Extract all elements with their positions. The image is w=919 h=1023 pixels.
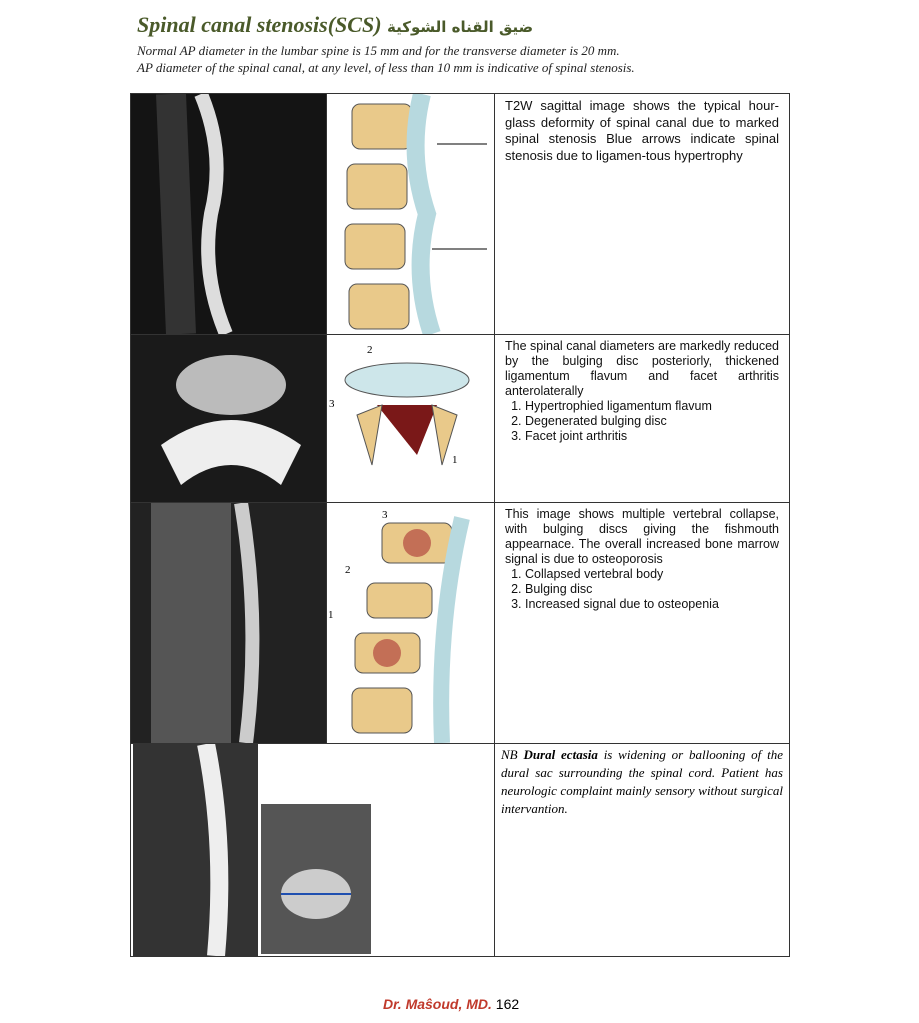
intro-line: AP diameter of the spinal canal, at any … <box>137 60 635 75</box>
diagram-sagittal <box>326 93 495 335</box>
caption-cell: T2W sagittal image shows the typical hou… <box>494 93 790 335</box>
author: Dr. Maŝoud, MD. <box>383 996 492 1012</box>
list-item: Bulging disc <box>525 582 779 597</box>
list-item: Facet joint arthritis <box>525 429 779 444</box>
caption-text: This image shows multiple vertebral coll… <box>505 507 779 566</box>
note-text: is widening or ballooning of the dural s… <box>501 747 783 816</box>
diagram-axial: 2 3 1 <box>326 334 495 503</box>
mri-collapse <box>130 502 327 744</box>
page-number: 162 <box>495 996 520 1012</box>
list-item: Degenerated bulging disc <box>525 414 779 429</box>
note-prefix: NB <box>501 747 524 762</box>
intro-line: Normal AP diameter in the lumbar spine i… <box>137 43 620 58</box>
page-footer: Dr. Maŝoud, MD. 162 <box>383 996 519 1012</box>
label-3: 3 <box>382 509 388 521</box>
list-item: Hypertrophied ligamentum flavum <box>525 399 779 414</box>
table-row: T2W sagittal image shows the typical hou… <box>130 93 790 335</box>
caption-cell: This image shows multiple vertebral coll… <box>494 502 790 744</box>
title-english: Spinal canal stenosis(SCS) <box>137 12 382 37</box>
diagram-collapse: 3 2 1 <box>326 502 495 744</box>
table-row: NB Dural ectasia is widening or ballooni… <box>130 743 790 957</box>
caption-text: The spinal canal diameters are markedly … <box>505 339 779 398</box>
table-row: 3 2 1 This image shows multiple vertebral … <box>130 502 790 744</box>
list-item: Increased signal due to osteopenia <box>525 597 779 612</box>
figure-table: T2W sagittal image shows the typical hou… <box>130 93 790 957</box>
label-1: 1 <box>452 454 458 466</box>
mri-dural-ectasia <box>130 743 495 957</box>
note-cell: NB Dural ectasia is widening or ballooni… <box>494 743 790 957</box>
caption-cell: The spinal canal diameters are markedly … <box>494 334 790 503</box>
note-term: Dural ectasia <box>523 747 598 762</box>
caption-text: T2W sagittal image shows the typical hou… <box>505 98 779 163</box>
intro: Normal AP diameter in the lumbar spine i… <box>137 42 635 76</box>
mri-sagittal <box>130 93 327 335</box>
label-1: 1 <box>328 609 334 621</box>
table-row: 2 3 1 The spinal canal diameters are marke… <box>130 334 790 503</box>
label-3: 3 <box>329 398 335 410</box>
label-2: 2 <box>345 564 351 576</box>
list-item: Collapsed vertebral body <box>525 567 779 582</box>
title-arabic: ضيق القناه الشوكية <box>387 18 534 36</box>
label-2: 2 <box>367 344 373 356</box>
mri-axial <box>130 334 327 503</box>
page-title: Spinal canal stenosis(SCS) ضيق القناه ال… <box>137 12 533 38</box>
